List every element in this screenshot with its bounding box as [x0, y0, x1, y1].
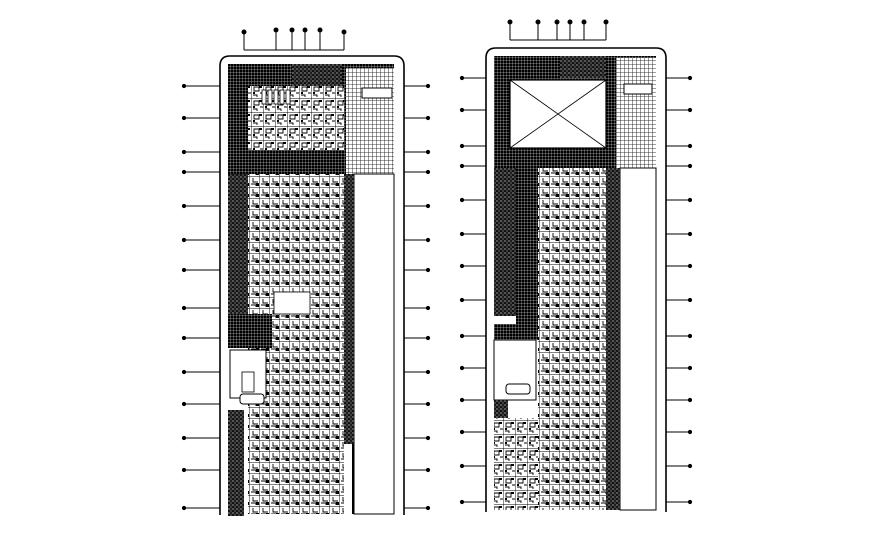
axis-bubble	[459, 231, 465, 237]
axis-bubble	[425, 203, 431, 209]
axis-bubble	[687, 429, 693, 435]
open-strip-right	[619, 167, 657, 511]
axis-bubble	[181, 237, 187, 243]
axis-bubble	[687, 107, 693, 113]
top-dimension-right	[507, 19, 609, 41]
axis-bubble	[425, 237, 431, 243]
hall-left	[273, 291, 311, 315]
axis-bubble	[459, 429, 465, 435]
axis-bubble	[687, 499, 693, 505]
top-dimension-left	[241, 27, 347, 51]
axis-bubble	[687, 231, 693, 237]
open-strip-left	[353, 173, 395, 515]
lobby-block-left	[228, 314, 272, 348]
lobby-block-right	[494, 324, 538, 340]
car-left	[239, 393, 265, 405]
planter-top-right	[560, 56, 606, 78]
axis-bubble	[687, 197, 693, 203]
axis-bubble	[181, 149, 187, 155]
axis-bubble	[181, 401, 187, 407]
axis-bubble	[425, 149, 431, 155]
axis-bubble	[459, 397, 465, 403]
axis-bubble	[425, 169, 431, 175]
stair-grid-right	[616, 58, 656, 168]
plan-right	[459, 19, 693, 512]
axis-bubble	[425, 369, 431, 375]
axis-bubble	[687, 297, 693, 303]
axis-bubble	[425, 435, 431, 441]
axis-ticks-right-side	[404, 83, 431, 511]
axis-bubble	[425, 335, 431, 341]
axis-bubble	[181, 467, 187, 473]
axis-bubble	[425, 505, 431, 511]
parking-bay-left	[229, 349, 267, 399]
axis-bubble	[459, 75, 465, 81]
axis-bubble	[425, 115, 431, 121]
building-outline-left	[219, 55, 405, 515]
axis-bubble	[687, 333, 693, 339]
landscape-strip-left-bottom	[228, 410, 244, 516]
axis-ticks-left-side	[181, 83, 220, 511]
car-right	[505, 383, 531, 395]
axis-bubble	[459, 163, 465, 169]
axis-bubble	[459, 197, 465, 203]
roof-void-right	[509, 79, 607, 149]
axis-bubble	[181, 505, 187, 511]
building-outline-right	[485, 47, 667, 512]
axis-bubble	[687, 75, 693, 81]
bath-fixtures-left	[261, 89, 291, 105]
axis-bubble	[181, 267, 187, 273]
axis-bubble	[181, 203, 187, 209]
axis-bubble	[181, 435, 187, 441]
axis-bubble	[425, 83, 431, 89]
axis-bubble	[181, 369, 187, 375]
main-rooms-right	[538, 168, 606, 510]
stair-grid-left	[346, 68, 394, 174]
axis-bubble	[459, 263, 465, 269]
axis-bubble	[459, 463, 465, 469]
axis-bubble	[459, 143, 465, 149]
axis-bubble	[687, 263, 693, 269]
axis-bubble	[181, 83, 187, 89]
axis-bubble	[425, 401, 431, 407]
planter-top-left	[292, 64, 342, 86]
car-top-right	[623, 83, 653, 95]
axis-bubble	[181, 169, 187, 175]
axis-bubble	[425, 467, 431, 473]
plan-left	[181, 27, 431, 516]
landscape-strip-center	[344, 174, 354, 444]
axis-bubble	[459, 365, 465, 371]
axis-bubble	[181, 115, 187, 121]
dark-core-right	[516, 168, 538, 324]
axis-bubble	[425, 305, 431, 311]
axis-bubble	[459, 297, 465, 303]
axis-bubble	[459, 499, 465, 505]
axis-bubble	[181, 335, 187, 341]
axis-bubble	[425, 267, 431, 273]
axis-bubble	[459, 333, 465, 339]
axis-bubble	[687, 143, 693, 149]
axis-ticks-right-side-right-plan	[666, 75, 693, 505]
landscape-strip-right-edge	[606, 168, 620, 510]
landscape-strip-left	[228, 174, 248, 314]
axis-bubble	[181, 305, 187, 311]
car-top-left	[361, 87, 393, 99]
axis-ticks-left-side-right-plan	[459, 75, 486, 505]
lower-rooms-right	[494, 418, 538, 510]
axis-bubble	[687, 463, 693, 469]
axis-bubble	[687, 163, 693, 169]
axis-bubble	[687, 397, 693, 403]
axis-bubble	[687, 365, 693, 371]
landscape-strip-right	[494, 168, 516, 316]
axis-bubble	[459, 107, 465, 113]
